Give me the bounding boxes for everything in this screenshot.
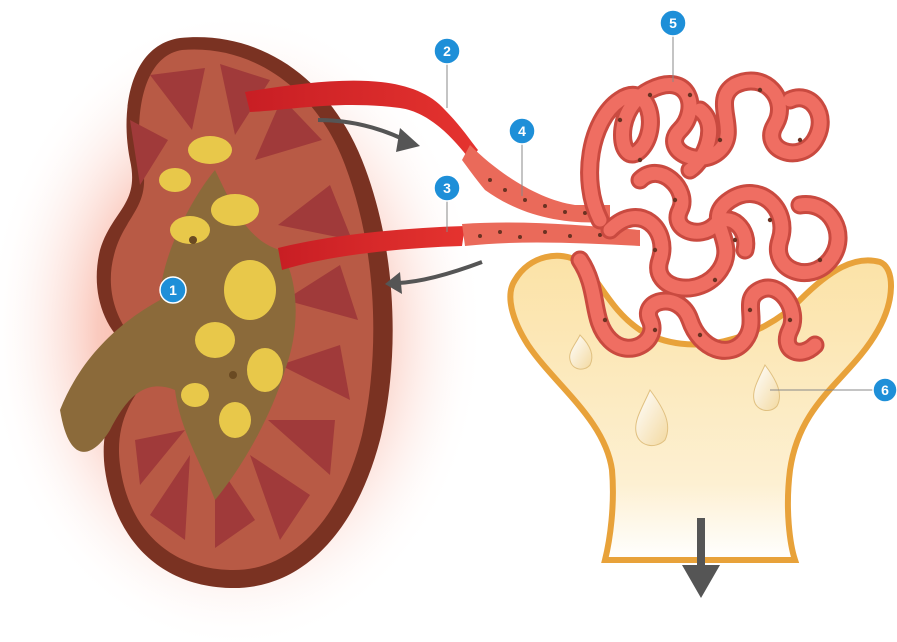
callout-6-label: 6 [881,382,889,398]
callout-1: 1 [160,277,186,303]
callout-4: 4 [509,118,535,144]
bowmans-capsule [510,256,891,560]
callout-3-label: 3 [443,180,451,196]
callout-1-label: 1 [169,282,177,298]
callout-2: 2 [434,38,460,64]
callout-5: 5 [660,10,686,36]
callout-2-label: 2 [443,43,451,59]
callout-4-label: 4 [518,123,526,139]
down-arrow-head [682,565,720,598]
callout-5-label: 5 [669,15,677,31]
callout-6: 6 [873,378,897,402]
callout-3: 3 [434,175,460,201]
down-arrow-shaft [697,518,705,568]
